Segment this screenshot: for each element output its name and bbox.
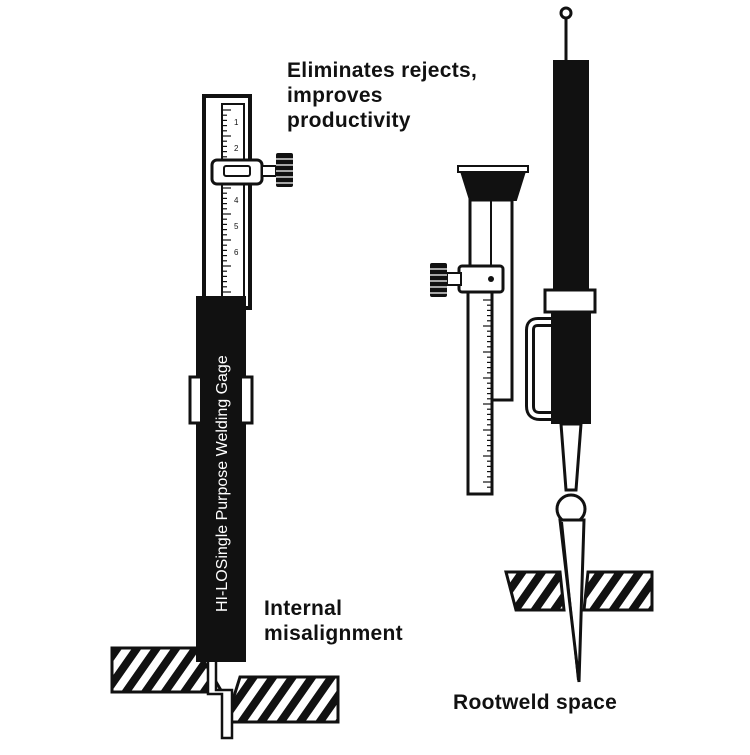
caption-line: misalignment [264, 622, 403, 645]
caption-misalignment: Internal misalignment [264, 596, 403, 646]
middle-gage-cap-rim [457, 165, 529, 173]
ruler-number: 5 [234, 222, 239, 231]
left-knob-knurl [276, 158, 293, 184]
right-pointer-edge [561, 521, 579, 681]
right-band [543, 288, 597, 314]
ruler-number: 1 [234, 118, 239, 127]
middle-slider [457, 264, 505, 294]
left-plate-lower [223, 675, 340, 724]
knurled-knob-icon [430, 263, 447, 297]
left-clip-band-core [200, 377, 242, 423]
right-plate-left [504, 570, 566, 612]
left-screw-shaft [261, 165, 277, 177]
caption-line: Eliminates rejects, [287, 59, 478, 82]
middle-ruler-ticks [483, 299, 492, 488]
right-side-handle [525, 317, 551, 421]
caption-rootweld: Rootweld space [453, 691, 618, 714]
right-lower-body [551, 312, 591, 424]
caption-line: Internal [264, 597, 343, 620]
right-top-loop [559, 6, 573, 20]
left-gage: 1 2 3 4 5 6 HI-LOSingle Purpose Welding … [110, 94, 340, 740]
caption-productivity: Eliminates rejects, improves productivit… [287, 58, 477, 133]
middle-slider-pin [488, 276, 494, 282]
middle-gage [430, 165, 529, 496]
caption-line: productivity [287, 109, 411, 132]
left-gage-body [196, 296, 246, 662]
middle-knob-knurl [430, 268, 447, 294]
left-slider-window [223, 165, 251, 177]
right-side-handle-highlight [528, 320, 551, 418]
right-upper-sleeve [553, 60, 589, 292]
right-shaft [559, 422, 583, 492]
ruler-number: 6 [234, 248, 239, 257]
caption-line: improves [287, 84, 383, 107]
right-gage [504, 6, 654, 683]
ruler-number: 4 [234, 196, 239, 205]
left-probe-foot [206, 653, 234, 740]
right-plate-right [582, 570, 654, 612]
gage-product-label: HI-LOSingle Purpose Welding Gage [214, 355, 231, 612]
ruler-number: 2 [234, 144, 239, 153]
knurled-knob-icon [276, 153, 293, 187]
middle-screw-shaft [446, 272, 462, 286]
